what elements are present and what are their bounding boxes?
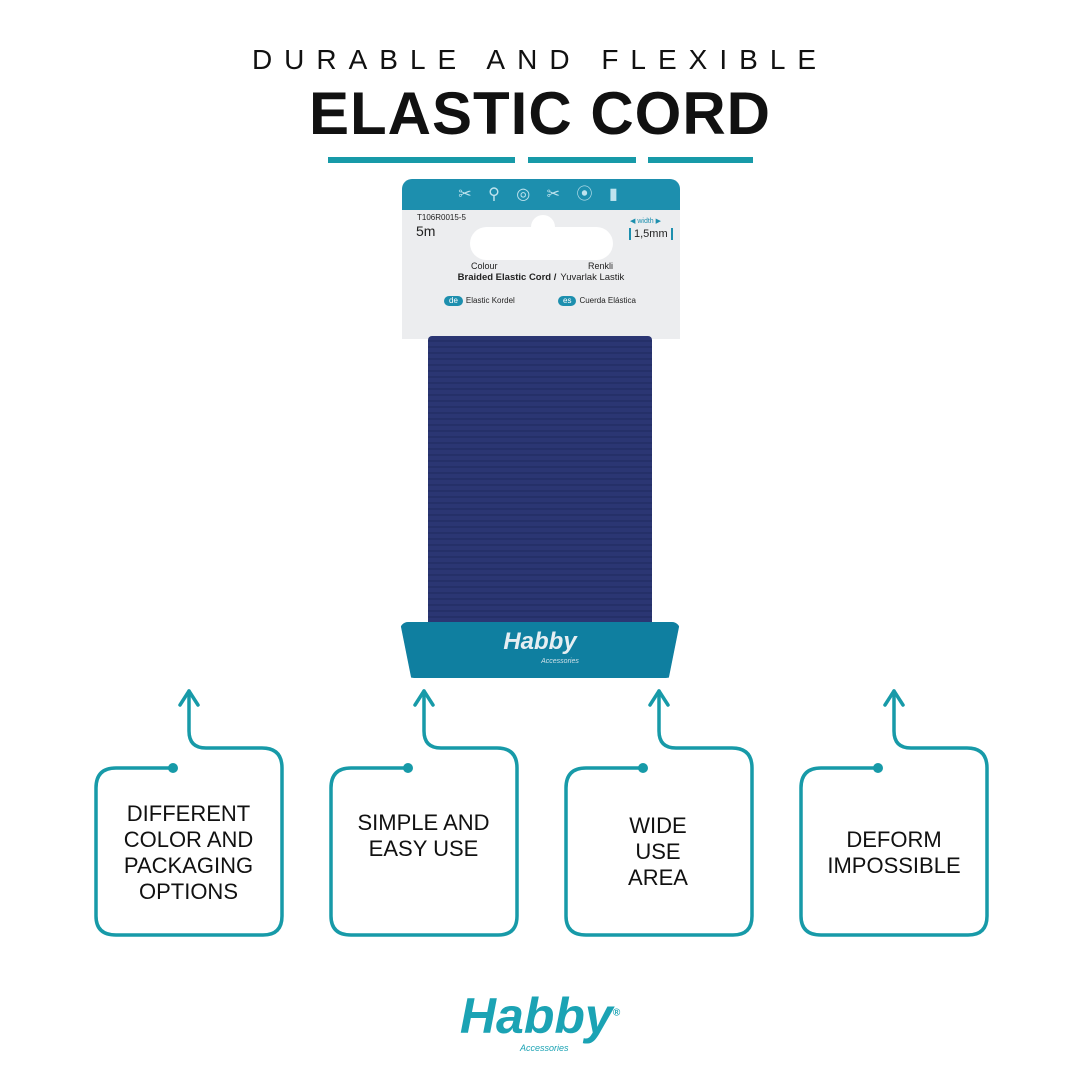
brand-name: Habby <box>459 988 613 1044</box>
hang-hole <box>470 227 613 260</box>
brand-logo: Habby® <box>430 991 650 1041</box>
elastic-cord-wrap <box>428 336 652 631</box>
card-band-icons: ✂ ⚲ ◎ ✂ ⦿ ▮ <box>402 179 680 210</box>
callout-dot <box>873 763 883 773</box>
callout-frame <box>94 689 284 937</box>
product-name-en: Braided Elastic Cord / <box>457 272 557 283</box>
callout-dot <box>638 763 648 773</box>
product-length: 5m <box>416 223 436 239</box>
product-name-de: Elastic Kordel <box>465 296 515 305</box>
width-value: 1,5mm <box>629 228 673 240</box>
tab-brand-logo: Habby <box>503 628 577 655</box>
callout-dot <box>168 763 178 773</box>
feature-text: SIMPLE AND EASY USE <box>357 810 490 861</box>
feature-text: DEFORM IMPOSSIBLE <box>827 827 961 878</box>
product-name-row: Braided Elastic Cord / Yuvarlak Lastik <box>402 272 680 283</box>
callout-frame <box>799 689 989 937</box>
colour-label: Colour <box>471 261 498 271</box>
subtitle: DURABLE AND FLEXIBLE <box>251 44 829 75</box>
callout-frame <box>564 689 754 937</box>
feature-text: WIDE USE AREA <box>628 813 688 890</box>
card-bottom-tab <box>400 622 680 678</box>
callout-frame <box>329 689 519 937</box>
lang-badge-es: es <box>558 296 577 306</box>
tab-brand-sub: Accessories <box>541 658 579 665</box>
divider-bar <box>648 157 753 163</box>
feature-text: DIFFERENT COLOR AND PACKAGING OPTIONS <box>123 801 254 904</box>
brand-sub: Accessories <box>520 1043 569 1053</box>
divider-bar <box>328 157 515 163</box>
product-code: T106R0015-5 <box>417 213 466 222</box>
page-title: ELASTIC CORD <box>309 80 771 147</box>
colour-label-tr: Renkli <box>588 261 614 271</box>
lang-badge-de: de <box>444 296 463 306</box>
product-name-tr: Yuvarlak Lastik <box>560 272 625 283</box>
width-label: ◀ width ▶ <box>630 218 661 225</box>
callout-dot <box>403 763 413 773</box>
brand-reg-mark: ® <box>612 1007 621 1019</box>
divider-bar <box>528 157 636 163</box>
product-name-es: Cuerda Elástica <box>579 296 636 305</box>
